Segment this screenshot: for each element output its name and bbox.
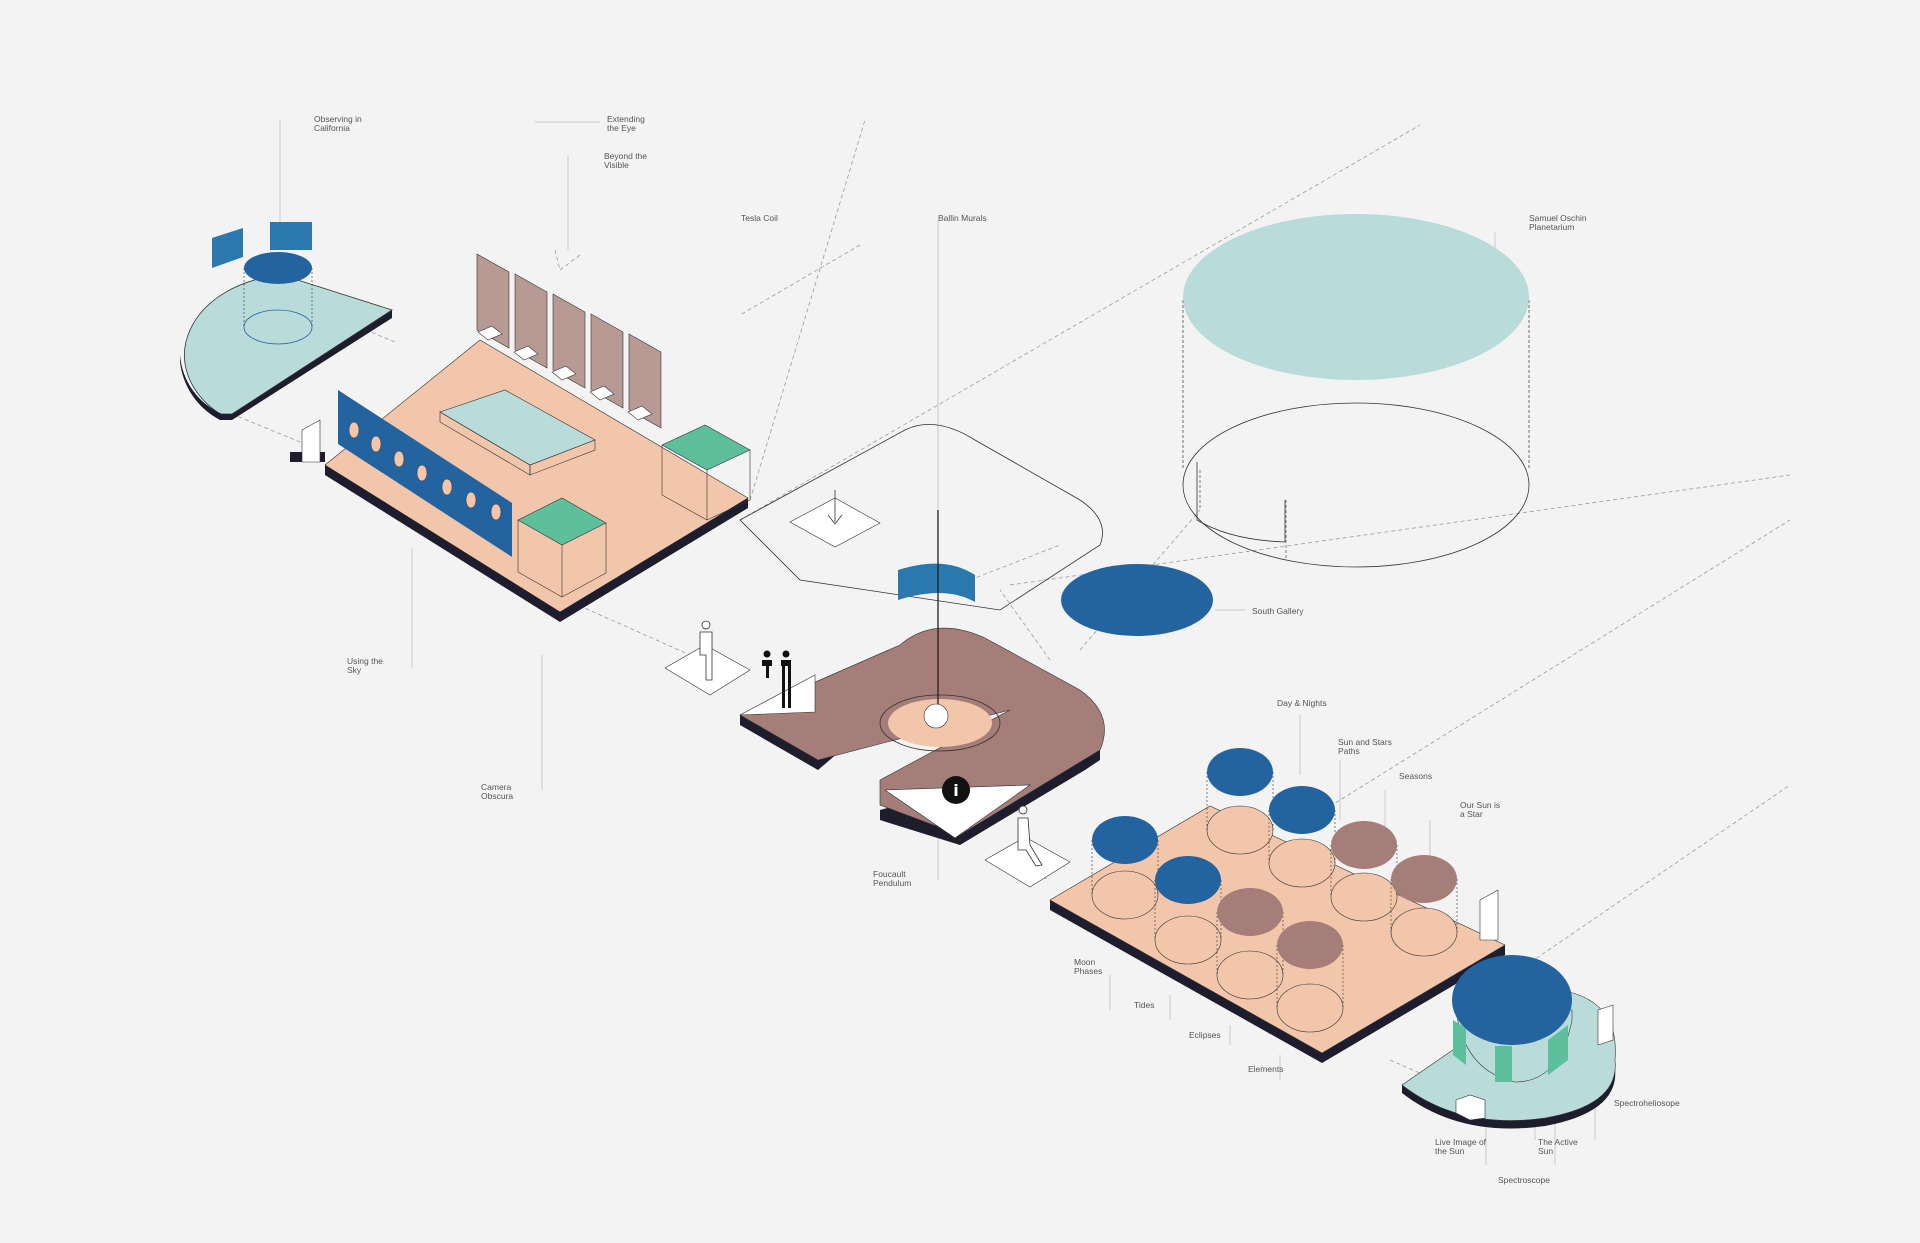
exhibit-cylinders: [1091, 748, 1458, 1033]
our-sun-is-a-star-cylinder: [1390, 855, 1458, 957]
south-gallery-disc: [1061, 564, 1213, 636]
tides-cylinder: [1154, 856, 1222, 965]
the-active-sun-platform: [1401, 955, 1616, 1129]
label-spectroscope: Spectroscope: [1498, 1175, 1550, 1185]
label-spectroheliosope: Spectroheliosope: [1614, 1098, 1680, 1108]
camera-obscura-holes: [348, 421, 502, 521]
label-south-gallery: South Gallery: [1252, 606, 1304, 616]
beyond-the-visible-panels: [476, 253, 662, 429]
pendulum-bob: [923, 703, 949, 729]
observing-in-california-platform: [180, 222, 393, 420]
person-icon: [699, 620, 713, 681]
label-tesla-coil: Tesla Coil: [741, 213, 778, 223]
label-beyond-the-visible: Beyond the Visible: [604, 151, 649, 170]
label-our-sun-is-a-star: Our Sun is a Star: [1460, 800, 1503, 819]
label-foucault-pendulum: Foucault Pendulum: [873, 869, 911, 888]
label-samuel-oschin-planetarium: Samuel Oschin Planetarium: [1529, 213, 1589, 232]
label-seasons: Seasons: [1399, 771, 1432, 781]
label-live-image-of-the-sun: Live Image of the Sun: [1435, 1137, 1488, 1156]
moon-phases-cylinder: [1091, 816, 1159, 920]
day-and-nights-cylinder: [1206, 748, 1274, 855]
label-ballin-murals: Ballin Murals: [938, 213, 987, 223]
label-sun-and-stars-paths: Sun and Stars Paths: [1338, 737, 1394, 756]
eclipses-cylinder: [1216, 888, 1284, 1000]
label-camera-obscura: Camera Obscura: [481, 782, 514, 801]
label-observing-in-california: Observing in California: [314, 114, 364, 133]
info-icon: [942, 776, 970, 804]
label-extending-the-eye: Extending the Eye: [607, 114, 647, 133]
label-eclipses: Eclipses: [1189, 1030, 1221, 1040]
foucault-pendulum-platform: i: [739, 510, 1105, 845]
label-using-the-sky: Using the Sky: [347, 656, 385, 675]
label-tides: Tides: [1134, 1000, 1154, 1010]
extending-the-eye-platform: [290, 253, 751, 622]
labels: Observing in California Extending the Ey…: [314, 114, 1680, 1185]
seasons-cylinder: [1330, 821, 1398, 922]
restroom-icon: [762, 650, 791, 708]
label-day-and-nights: Day & Nights: [1277, 698, 1327, 708]
elements-cylinder: [1276, 921, 1344, 1033]
sun-and-moon-platform: [1049, 748, 1506, 1063]
ballin-murals-outline: [739, 424, 1103, 611]
label-moon-phases: Moon Phases: [1074, 957, 1102, 976]
accessible-icon: [1017, 805, 1043, 867]
viewer-stations: [477, 325, 653, 421]
sun-and-stars-cylinder: [1268, 786, 1336, 888]
label-the-active-sun: The Active Sun: [1538, 1137, 1580, 1156]
down-arrow-icon: [827, 490, 843, 525]
label-elements: Elements: [1248, 1064, 1283, 1074]
circulation-lines: [231, 119, 1791, 1096]
person-tiles: [664, 620, 1071, 888]
samuel-oschin-planetarium: [1182, 214, 1530, 568]
info-icon-glyph: i: [953, 781, 958, 800]
